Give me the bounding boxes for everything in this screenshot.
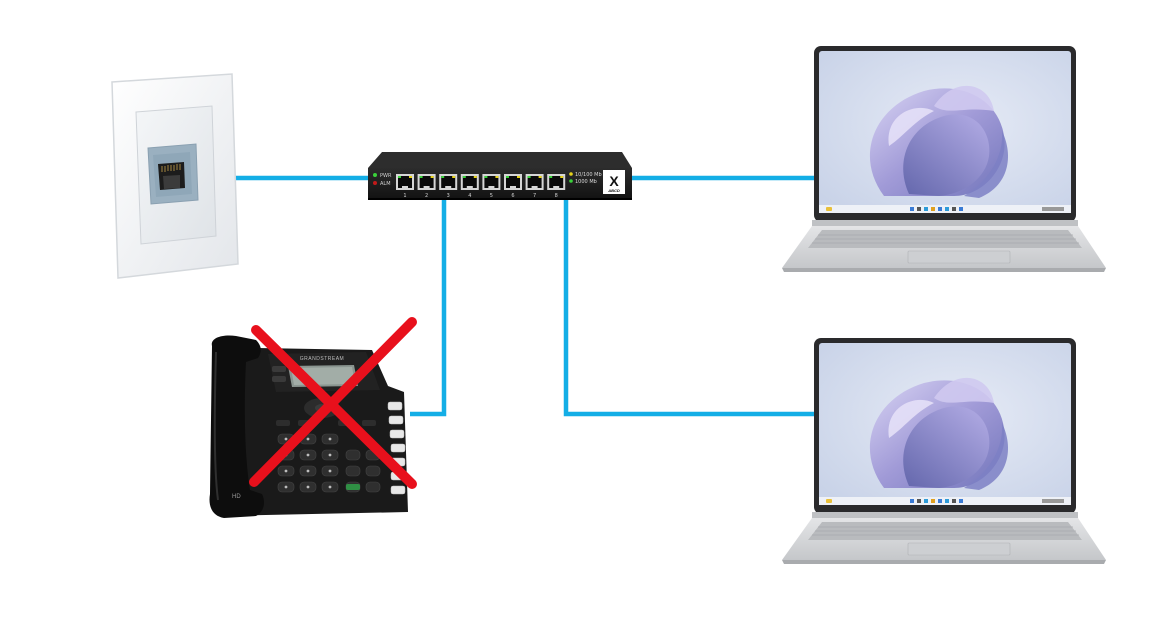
led-alm — [373, 181, 377, 185]
laptop-icon-bottom — [781, 337, 1107, 565]
switch-port-7 — [525, 174, 544, 190]
led-pwr — [373, 173, 377, 177]
phone-hd-label: HD — [232, 494, 241, 500]
switch-pwr-label: PWR — [380, 173, 392, 179]
switch-speed-1000-label: 1000 Mb — [575, 179, 597, 185]
switch-port-label-6: 6 — [511, 193, 514, 199]
switch-port-label-7: 7 — [533, 193, 536, 199]
cable-switch-to-laptop-bottom — [563, 198, 818, 417]
led-speed-100 — [569, 172, 573, 176]
switch-brand-letter: X — [609, 173, 619, 189]
ethernet-wall-jack-icon — [111, 73, 239, 279]
switch-brand-sub: ABCD — [607, 188, 620, 193]
switch-speed-100-label: 10/100 Mb — [575, 172, 602, 178]
led-speed-1000 — [569, 179, 573, 183]
switch-port-label-3: 3 — [447, 193, 450, 199]
switch-port-6 — [504, 174, 522, 190]
switch-port-label-4: 4 — [468, 193, 471, 199]
red-x-icon — [249, 317, 417, 489]
switch-port-label-1: 1 — [403, 193, 406, 199]
switch-port-label-5: 5 — [490, 193, 493, 199]
network-switch: PWR ALM 1 2 3 4 5 6 7 8 10/100 Mb 1000 Mb X ABC… — [368, 152, 632, 200]
switch-port-4 — [460, 174, 479, 190]
switch-port-3 — [439, 174, 458, 190]
switch-port-2 — [417, 174, 436, 190]
cable-switch-to-phone — [410, 198, 447, 417]
switch-port-label-2: 2 — [425, 193, 428, 199]
switch-port-8 — [547, 174, 566, 190]
switch-port-1 — [396, 174, 414, 190]
switch-alm-label: ALM — [380, 181, 391, 187]
switch-port-5 — [482, 174, 501, 190]
phone-brand: GRANDSTREAM — [300, 356, 344, 362]
switch-port-label-8: 8 — [555, 193, 558, 199]
laptop-icon-top — [781, 45, 1107, 273]
